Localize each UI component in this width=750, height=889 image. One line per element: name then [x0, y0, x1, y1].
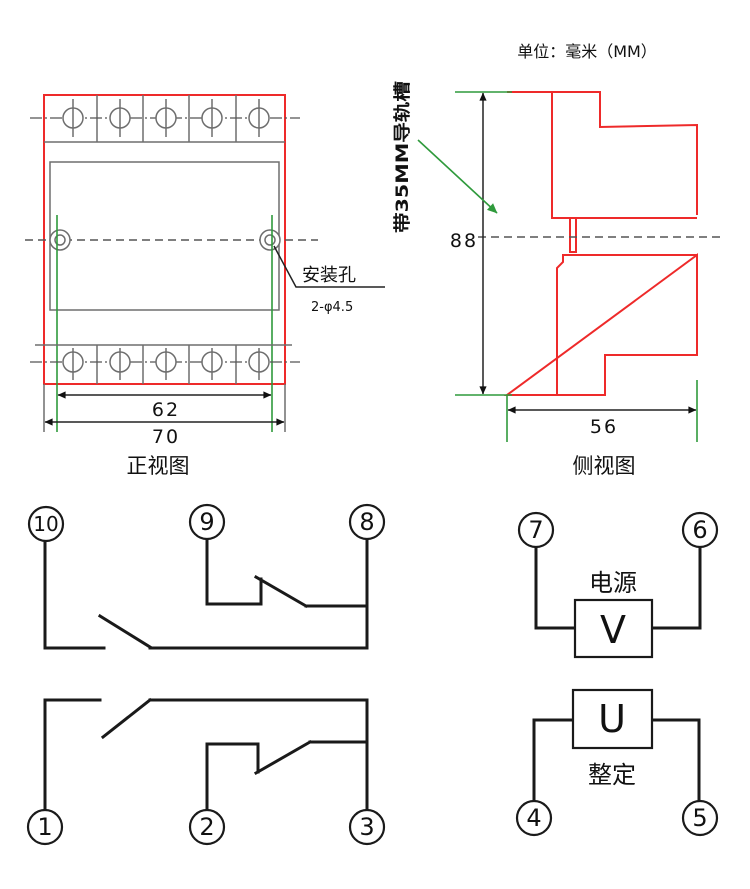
wire-4: [532, 718, 575, 803]
wire-6: [650, 545, 702, 630]
terminal-4-label: 4: [526, 804, 541, 832]
wiring-diagram: V 电源 U 整定 10 9 8 7 6 1 2 3 4 5: [26, 503, 719, 846]
side-view-title: 侧视图: [573, 454, 636, 478]
mount-hole-leader: [273, 245, 385, 288]
mount-hole-spec: 2-φ4.5: [311, 300, 353, 315]
terminal-2: [188, 808, 226, 846]
front-view-title: 正视图: [127, 454, 190, 478]
terminal-4: [515, 799, 553, 837]
wire-1: [43, 698, 102, 812]
terminal-1-label: 1: [37, 813, 52, 841]
rail-pointer-arrow: [417, 139, 498, 214]
contact-blade-2-3: [253, 739, 313, 776]
setting-symbol: U: [598, 697, 626, 741]
power-label: 电源: [589, 569, 637, 597]
setting-label: 整定: [588, 761, 636, 789]
wire-8: [148, 537, 369, 650]
terminal-8-label: 8: [359, 508, 374, 536]
terminal-3: [348, 808, 386, 846]
terminal-8: [348, 503, 386, 541]
terminal-2-label: 2: [199, 813, 214, 841]
terminal-3-label: 3: [359, 813, 374, 841]
mount-hole-right: [259, 229, 281, 251]
terminal-1: [26, 808, 64, 846]
rail-clip: [569, 217, 577, 253]
wire-7: [534, 545, 577, 630]
terminal-10-label: 10: [33, 512, 58, 536]
unit-label: 单位：毫米（MM）: [517, 42, 657, 61]
power-box: [573, 598, 654, 659]
rail-slot-upper: [551, 92, 697, 219]
power-symbol: V: [600, 608, 626, 652]
dim-depth: 56: [590, 416, 618, 438]
mount-hole-label: 安装孔: [302, 265, 356, 286]
top-terminal-block: [30, 95, 300, 143]
dim-hole-spacing: 62: [152, 399, 180, 421]
terminal-5: [681, 799, 719, 837]
rail-label: 带35MM导轨槽: [392, 81, 413, 233]
wire-9: [205, 537, 263, 606]
rail-slot-lower: [556, 254, 697, 395]
terminal-10: [27, 505, 65, 543]
bottom-terminal-block: [30, 344, 300, 384]
wire-3: [148, 698, 369, 812]
wire-5: [650, 718, 701, 803]
dim-width: 70: [152, 426, 180, 448]
wire-2: [205, 742, 260, 812]
contact-blade-1-3: [100, 697, 153, 740]
terminal-7-label: 7: [528, 516, 543, 544]
wire-10: [43, 539, 106, 650]
terminal-9: [188, 503, 226, 541]
dim-height: 88: [450, 230, 478, 252]
contact-blade-10-8: [97, 613, 153, 650]
setting-box: [571, 688, 654, 750]
terminal-7: [517, 511, 555, 549]
front-view: 62 70 安装孔 2-φ4.5 正视图: [25, 94, 385, 478]
side-outline: [503, 91, 698, 396]
front-body: [49, 161, 280, 311]
contact-blade-9-8: [253, 574, 309, 609]
side-view: 88 56 带35MM导轨槽 侧视图: [392, 81, 725, 478]
terminal-9-label: 9: [199, 508, 214, 536]
terminal-6-label: 6: [692, 516, 707, 544]
mount-hole-left: [49, 229, 71, 251]
terminal-5-label: 5: [692, 804, 707, 832]
terminal-6: [681, 511, 719, 549]
